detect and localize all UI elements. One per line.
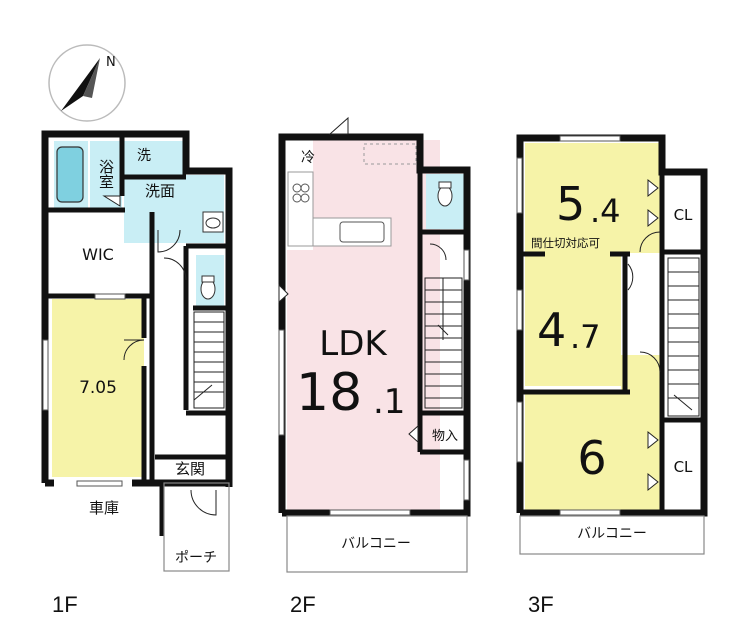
ldk-size-decimal: .1 bbox=[373, 382, 405, 422]
wic-label: WIC bbox=[82, 245, 114, 264]
floor-2f: 冷 LDK 18 .1 物入 バルコニー 2F bbox=[278, 116, 471, 617]
fridge-label: 冷 bbox=[301, 150, 315, 166]
washroom-label: 洗面 bbox=[145, 182, 175, 200]
floor-1f: 浴室 洗 洗面 WIC 7.05 玄関 車庫 ポーチ 1F bbox=[41, 130, 233, 617]
closet2-label: CL bbox=[674, 458, 693, 476]
compass-north-label: N bbox=[106, 55, 116, 70]
porch-label: ポーチ bbox=[175, 550, 217, 566]
compass-icon: N bbox=[48, 44, 126, 122]
balcony-3f-label: バルコニー bbox=[577, 526, 647, 542]
entrance-label: 玄関 bbox=[175, 460, 205, 478]
bedroom-fill-1f bbox=[52, 299, 144, 477]
floor-label-1f: 1F bbox=[52, 592, 78, 617]
partition-note: 間仕切対応可 bbox=[531, 236, 600, 250]
ldk-label: LDK bbox=[319, 324, 388, 364]
room2-3f-size-main: 4 bbox=[537, 303, 566, 357]
room2-fill-3f bbox=[525, 253, 621, 386]
room3-3f-size: 6 bbox=[577, 431, 606, 485]
room1-3f-size-main: 5 bbox=[556, 177, 585, 231]
floor-label-2f: 2F bbox=[290, 592, 316, 617]
storage-label: 物入 bbox=[432, 429, 458, 444]
laundry-label: 洗 bbox=[137, 148, 151, 164]
closet1-label: CL bbox=[674, 206, 693, 224]
room2-3f-size-decimal: .7 bbox=[570, 318, 601, 356]
room1-fill-3f bbox=[525, 143, 660, 253]
room3-fill-3f bbox=[525, 393, 660, 510]
washroom-fill bbox=[124, 141, 184, 177]
floor-3f: 5 .4 間仕切対応可 CL 4 .7 6 CL バルコニー 3F bbox=[516, 134, 708, 617]
garage-label: 車庫 bbox=[89, 499, 119, 517]
bedroom-1f-size: 7.05 bbox=[79, 378, 117, 398]
floor-label-3f: 3F bbox=[528, 592, 554, 617]
ldk-size-main: 18 bbox=[296, 363, 362, 423]
balcony-2f-label: バルコニー bbox=[341, 536, 411, 552]
bath-label: 浴室 bbox=[97, 159, 115, 189]
room1-3f-size-decimal: .4 bbox=[590, 192, 621, 230]
